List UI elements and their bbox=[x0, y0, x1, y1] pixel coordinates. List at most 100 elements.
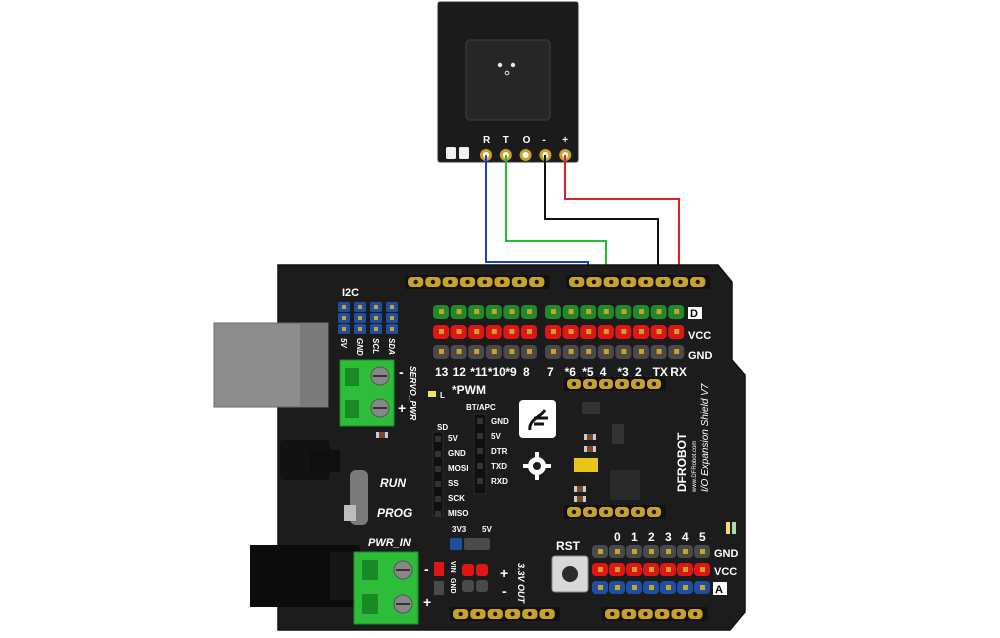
capacitor bbox=[574, 458, 598, 472]
i2c-pin-label: SDA bbox=[387, 338, 396, 355]
resistor-cap bbox=[584, 446, 587, 452]
i2c-pin-label: 5V bbox=[339, 338, 348, 348]
out-gnd-pin[interactable] bbox=[462, 580, 474, 592]
header-hole bbox=[609, 279, 614, 285]
sd-pin[interactable] bbox=[435, 436, 441, 442]
switch-knob[interactable] bbox=[344, 505, 356, 521]
pwr-in-label: PWR_IN bbox=[368, 537, 412, 549]
gnd-pin[interactable] bbox=[434, 581, 444, 595]
resistor-cap bbox=[583, 486, 586, 492]
bt-pin[interactable] bbox=[477, 463, 483, 469]
header-hole bbox=[499, 279, 505, 285]
pin-center bbox=[603, 329, 609, 334]
sensor-pad bbox=[446, 147, 456, 159]
pwm-label: *PWM bbox=[452, 383, 486, 397]
pwr-plus-label: + bbox=[423, 594, 431, 610]
pin-center bbox=[683, 567, 688, 572]
sd-pin[interactable] bbox=[435, 496, 441, 502]
pin-center bbox=[491, 329, 497, 334]
out-gnd-pin[interactable] bbox=[476, 580, 488, 592]
sd-pin[interactable] bbox=[435, 451, 441, 457]
analog-pin-label: 4 bbox=[682, 530, 689, 544]
ic-headers bbox=[564, 377, 666, 519]
pin-center bbox=[374, 327, 378, 331]
digital-pin-label: *9 bbox=[505, 365, 517, 379]
bt-pin-label: GND bbox=[491, 417, 509, 426]
reset-button-cap[interactable] bbox=[562, 566, 578, 582]
pin-center bbox=[509, 349, 515, 354]
pin-center bbox=[374, 305, 378, 309]
led-l bbox=[428, 391, 436, 397]
out-pins bbox=[462, 564, 488, 592]
pin-center bbox=[342, 305, 346, 309]
pin-center bbox=[598, 567, 603, 572]
rst-label: RST bbox=[556, 539, 581, 553]
pin-center bbox=[603, 309, 609, 314]
header-hole bbox=[603, 381, 609, 387]
pin-center bbox=[491, 349, 497, 354]
pin-center bbox=[621, 349, 627, 354]
bt-pin-label: TXD bbox=[491, 462, 507, 471]
resistor-cap bbox=[583, 496, 586, 502]
pin-center bbox=[639, 309, 644, 314]
digital-pin-label: RX bbox=[670, 365, 687, 379]
pin-center bbox=[649, 549, 654, 554]
resistor bbox=[584, 446, 596, 452]
bt-pin[interactable] bbox=[477, 418, 483, 424]
header-hole bbox=[430, 279, 436, 285]
pin-center bbox=[603, 349, 609, 354]
pin-center bbox=[598, 549, 603, 554]
digital-pin-label: 8 bbox=[523, 365, 530, 379]
resistor-cap bbox=[376, 432, 379, 438]
pin-center bbox=[456, 349, 462, 354]
pin-center bbox=[656, 329, 662, 334]
vin-pin[interactable] bbox=[434, 562, 444, 576]
jumper-3v3[interactable] bbox=[450, 538, 462, 550]
header-hole bbox=[493, 611, 498, 617]
pin-center bbox=[586, 349, 592, 354]
wire-slot bbox=[362, 594, 378, 614]
resistor-cap bbox=[385, 432, 388, 438]
pin-center bbox=[551, 309, 556, 314]
out-vcc-pin[interactable] bbox=[476, 564, 488, 576]
pin-center bbox=[621, 309, 627, 314]
header-hole bbox=[544, 611, 550, 617]
product-name: I/O Expansion Shield V7 bbox=[700, 383, 711, 492]
analog-pin-grid bbox=[592, 545, 710, 594]
bt-pin[interactable] bbox=[477, 448, 483, 454]
out-vcc-pin[interactable] bbox=[462, 564, 474, 576]
gear-icon bbox=[523, 452, 551, 480]
analog-gnd-label: GND bbox=[714, 548, 739, 560]
sensor-pin-label: - bbox=[542, 135, 545, 146]
sd-pin[interactable] bbox=[435, 511, 441, 517]
pin-center bbox=[632, 585, 637, 590]
resistor-cap bbox=[574, 486, 577, 492]
sd-socket bbox=[432, 431, 444, 517]
digital-pin-grid bbox=[433, 305, 685, 359]
pin-center bbox=[509, 329, 515, 334]
servo-minus-label: - bbox=[399, 364, 404, 380]
sd-pin[interactable] bbox=[435, 466, 441, 472]
header-hole bbox=[643, 279, 649, 285]
gnd-small-label: GND bbox=[449, 578, 456, 594]
pin-center bbox=[586, 329, 592, 334]
sd-pin[interactable] bbox=[435, 481, 441, 487]
logo-glyph-icon bbox=[528, 409, 548, 431]
bt-pin[interactable] bbox=[477, 433, 483, 439]
module-chip bbox=[610, 470, 640, 500]
sensor-led-icon bbox=[510, 62, 516, 68]
pin-center bbox=[639, 329, 644, 334]
pin-center bbox=[674, 349, 680, 354]
jumper-5v[interactable] bbox=[464, 538, 490, 550]
out-minus-label: - bbox=[502, 583, 507, 599]
transistor bbox=[612, 424, 624, 444]
header-hole bbox=[626, 611, 632, 617]
pin-center bbox=[700, 567, 705, 572]
bt-pin[interactable] bbox=[477, 478, 483, 484]
